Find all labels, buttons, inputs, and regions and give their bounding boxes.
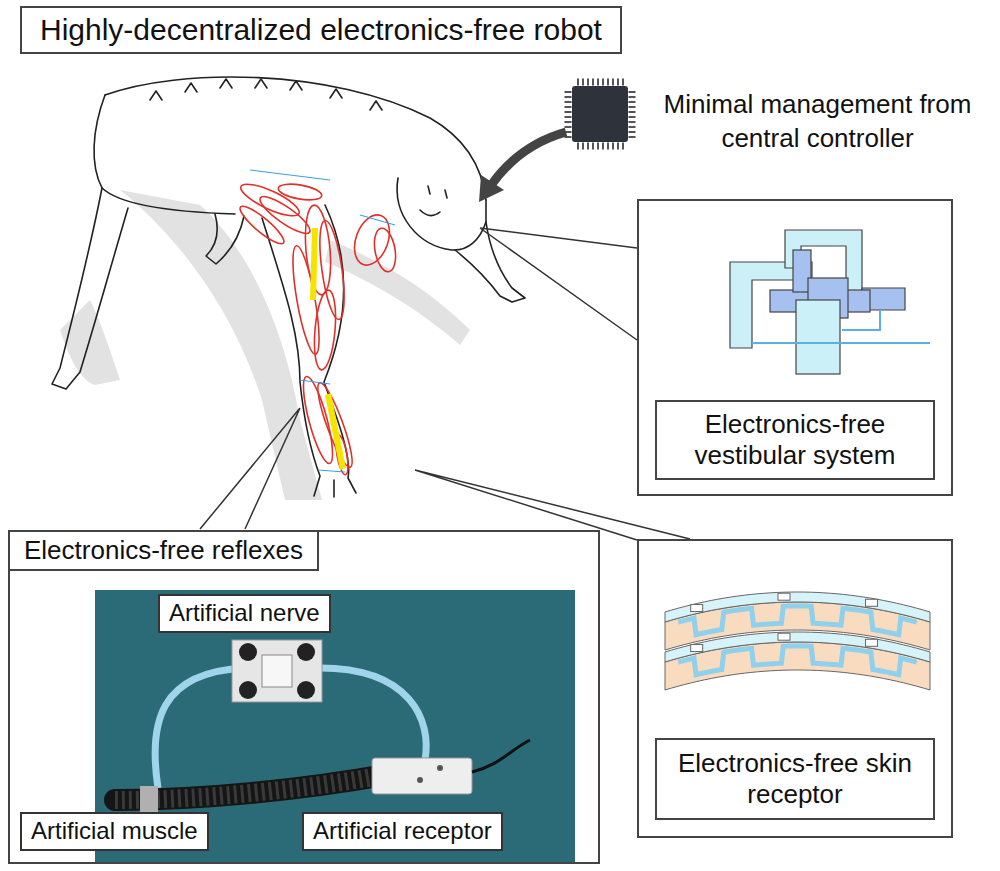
node-text: Artificial receptor bbox=[313, 817, 492, 846]
muscle bbox=[348, 210, 396, 270]
node-text: Electronics-free vestibular system bbox=[669, 409, 921, 471]
fitting bbox=[239, 643, 257, 661]
skin-sensor bbox=[866, 639, 878, 646]
muscle bbox=[277, 181, 323, 202]
node-text: Electronics-free reflexes bbox=[10, 532, 319, 571]
muscle bbox=[371, 227, 398, 274]
part-label: Artificial receptor bbox=[302, 812, 503, 851]
label-box: Electronics-free vestibular system bbox=[655, 400, 935, 480]
fitting bbox=[297, 643, 315, 661]
tendon bbox=[250, 170, 395, 472]
leader-lines bbox=[200, 228, 690, 540]
reflex-hardware bbox=[115, 640, 530, 814]
vestibular-illustration bbox=[730, 230, 930, 374]
reflex-panel: Electronics-free reflexesArtificial nerv… bbox=[8, 530, 600, 864]
skin-panel bbox=[638, 540, 952, 837]
fitting bbox=[297, 681, 315, 699]
skin-sensor bbox=[866, 599, 878, 606]
tube bbox=[320, 668, 426, 760]
nerve-block bbox=[232, 640, 322, 702]
node-text: Artificial nerve bbox=[169, 599, 320, 628]
vestibular-panel bbox=[638, 200, 952, 495]
chip-body bbox=[572, 86, 628, 142]
skin-illustration bbox=[665, 592, 930, 690]
robot-belly bbox=[94, 95, 235, 214]
robot-shadow bbox=[120, 190, 322, 500]
robot-head bbox=[397, 178, 486, 250]
saccule bbox=[796, 300, 840, 374]
robot-bent-arm bbox=[206, 214, 244, 264]
fitting bbox=[239, 681, 257, 699]
robot-back bbox=[105, 77, 486, 200]
robot-shadow bbox=[60, 300, 120, 385]
node-text: Electronics-free skin receptor bbox=[669, 748, 921, 810]
chip-pins bbox=[629, 91, 636, 138]
leader-line bbox=[480, 228, 637, 340]
receptor-dot bbox=[417, 777, 423, 783]
vestibular-tube bbox=[752, 310, 930, 343]
skin-sensor bbox=[778, 633, 790, 640]
cable bbox=[472, 740, 530, 772]
muscle-group bbox=[236, 178, 399, 475]
clamp bbox=[140, 786, 158, 814]
receptor-block bbox=[372, 758, 472, 794]
skin-sensor bbox=[691, 645, 703, 652]
bone bbox=[310, 228, 346, 470]
skin-sensor bbox=[778, 593, 790, 600]
muscle bbox=[236, 202, 288, 249]
muscle bbox=[288, 244, 325, 355]
skin-channel bbox=[678, 606, 917, 635]
chip-pins bbox=[577, 143, 624, 150]
robot-arm bbox=[455, 222, 525, 302]
robot-face bbox=[420, 186, 447, 216]
robot-front-leg bbox=[262, 205, 356, 497]
title-box: Highly-decentralized electronics-free ro… bbox=[20, 6, 622, 54]
muscle bbox=[312, 289, 339, 370]
skin-channel bbox=[678, 646, 917, 675]
robot-shadow bbox=[325, 240, 470, 345]
muscle bbox=[315, 219, 349, 321]
label-box: Electronics-free skin receptor bbox=[655, 738, 935, 820]
receptor-dot bbox=[437, 765, 443, 771]
caption-label: Minimal management from central controll… bbox=[640, 88, 995, 156]
node-text: Artificial muscle bbox=[31, 817, 198, 846]
control-arrowhead bbox=[479, 175, 504, 202]
muscle bbox=[302, 204, 334, 296]
part-label: Artificial nerve bbox=[158, 594, 331, 633]
leader-line bbox=[200, 408, 300, 529]
robot-rear-leg bbox=[52, 188, 128, 389]
robot-hair bbox=[150, 79, 382, 110]
nerve-core bbox=[262, 655, 292, 687]
part-label: Artificial muscle bbox=[20, 812, 209, 851]
chip-pins bbox=[577, 79, 624, 86]
skin-sensor bbox=[691, 605, 703, 612]
control-arrow bbox=[492, 132, 566, 184]
